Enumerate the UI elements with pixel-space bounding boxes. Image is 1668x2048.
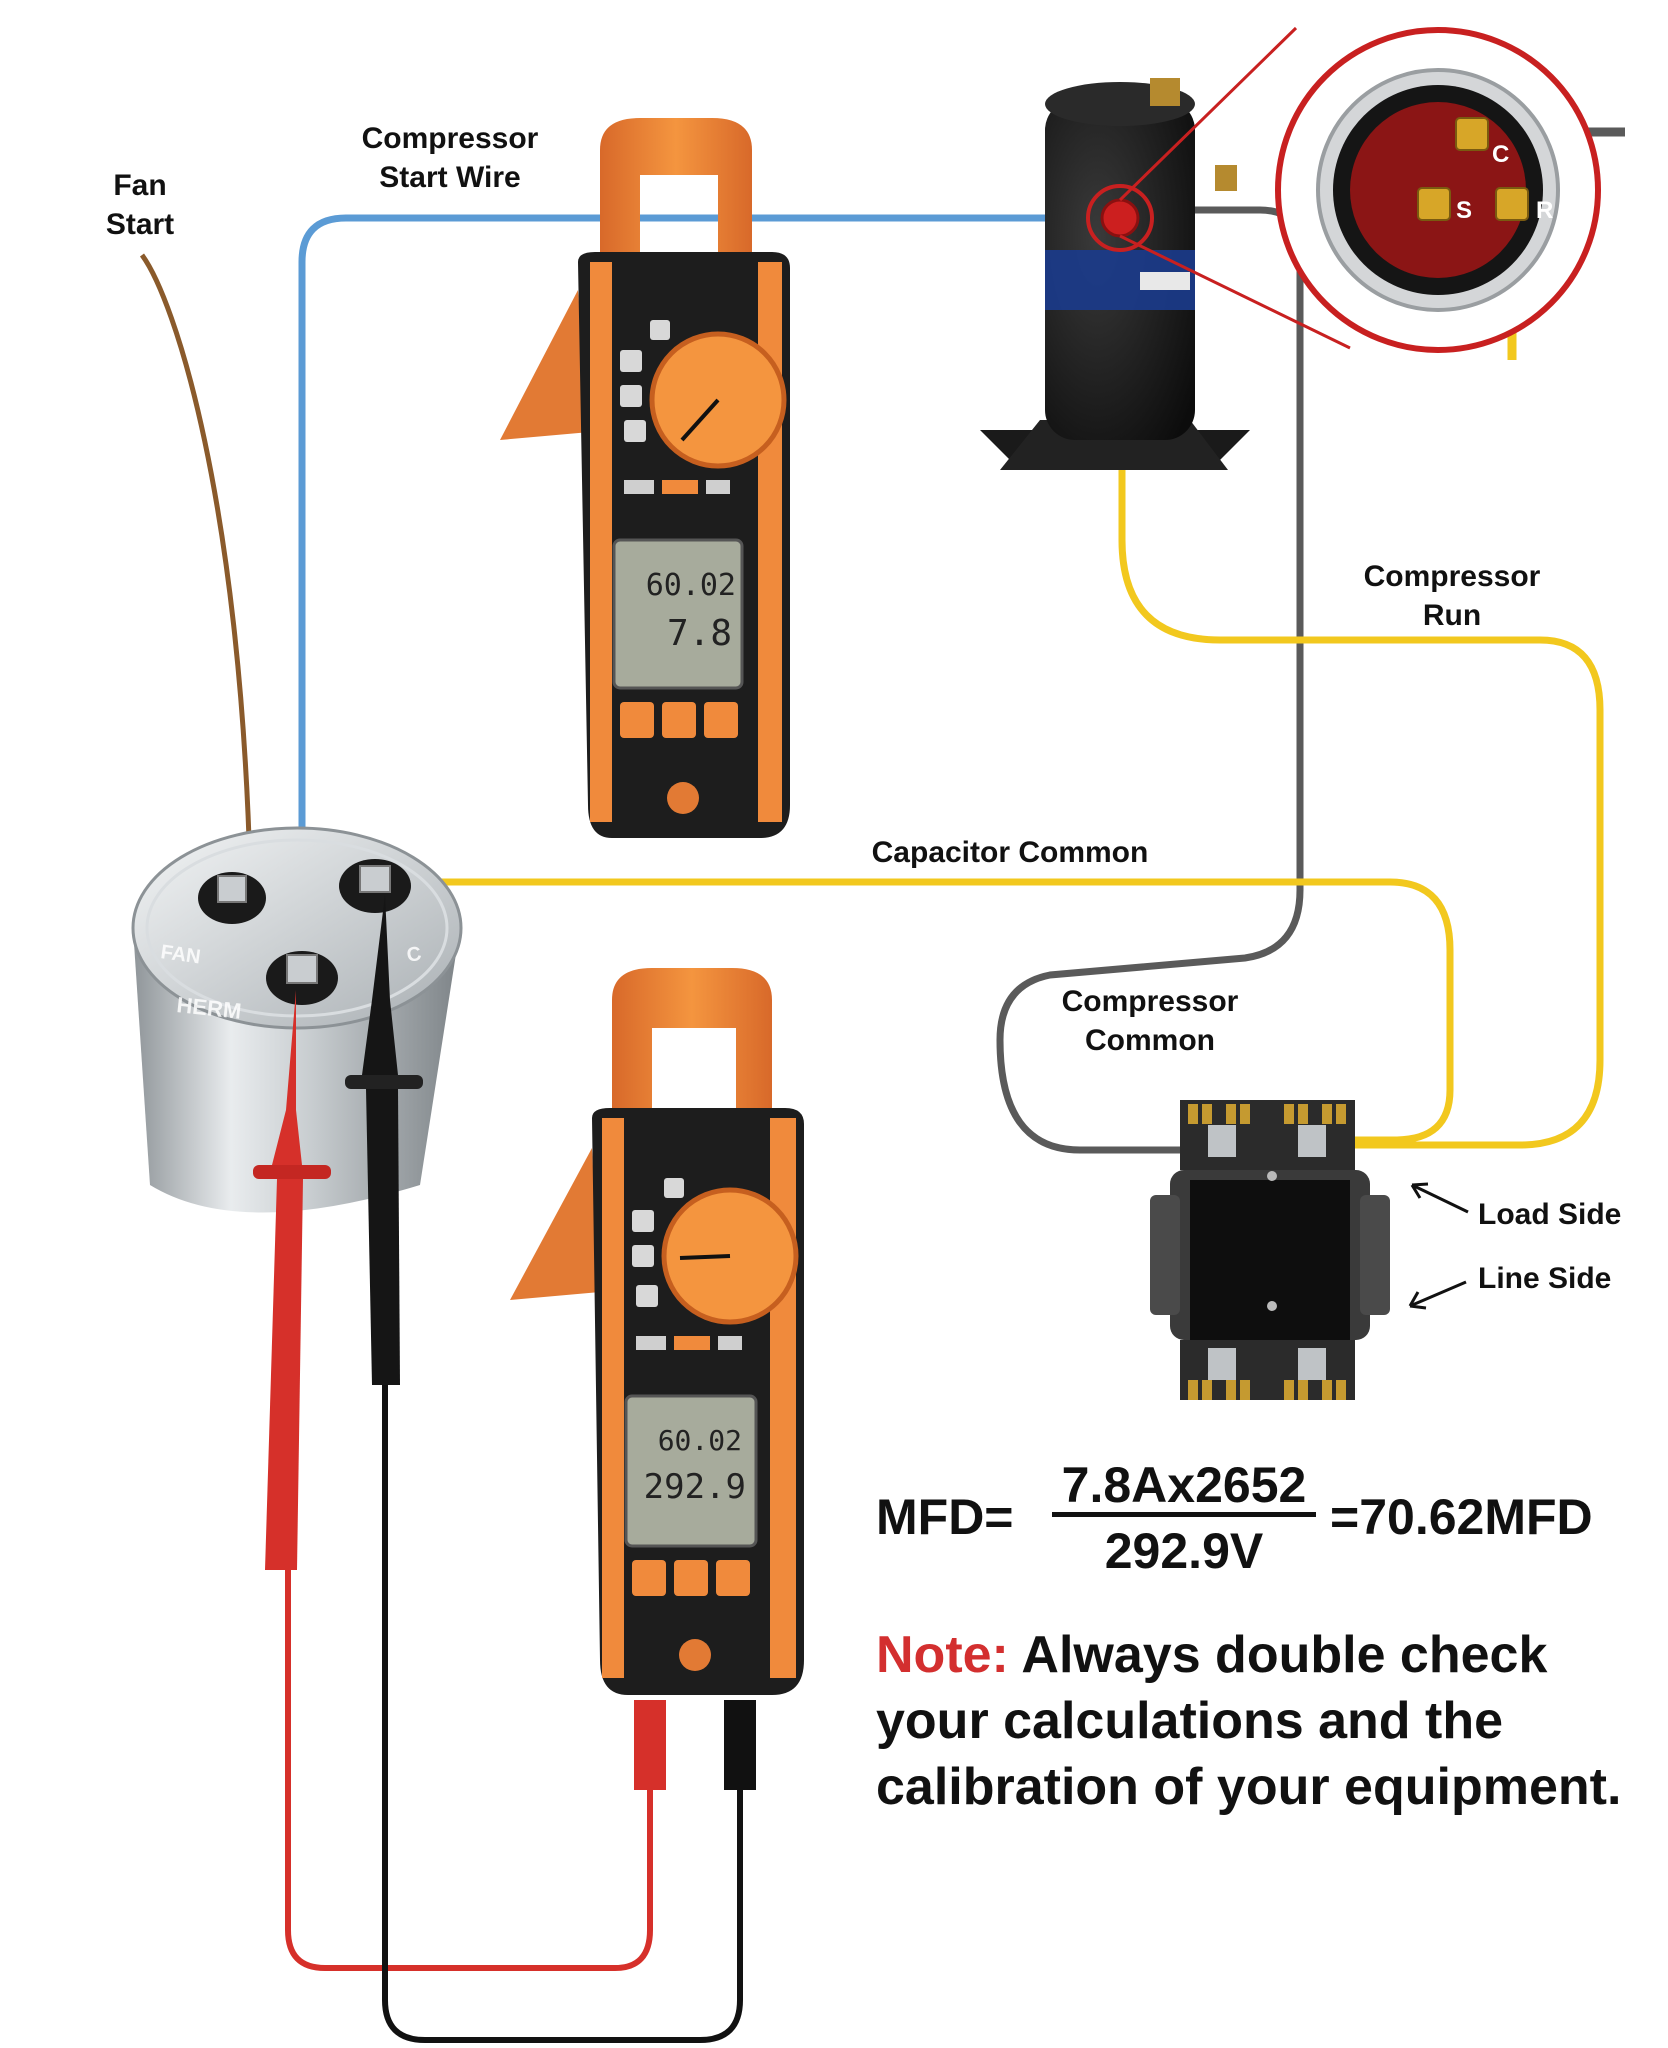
compressor-common-label-line1: Compressor bbox=[1062, 985, 1239, 1018]
red-plug bbox=[634, 1700, 666, 1790]
fan-start-label-line1: Fan bbox=[113, 169, 166, 202]
fan-start-label-line2: Start bbox=[106, 208, 174, 241]
compressor-run-label-line2: Run bbox=[1423, 599, 1481, 632]
formula-result: =70.62MFD bbox=[1330, 1489, 1593, 1545]
meter-top-secondary-reading: 60.02 bbox=[646, 568, 736, 603]
meter-top-main-reading: 7.8 bbox=[667, 613, 732, 654]
arrows bbox=[1408, 1182, 1469, 1310]
black-probe bbox=[345, 895, 423, 1385]
terminal-r-label: R bbox=[1536, 197, 1553, 224]
calibration-note: Note: Always double check your calculati… bbox=[876, 1622, 1656, 1820]
clamp-meter-bottom: 60.02 292.9 bbox=[510, 968, 804, 1695]
formula-denominator: 292.9V bbox=[1104, 1523, 1264, 1579]
terminal-s-label: S bbox=[1456, 197, 1472, 224]
red-probe bbox=[253, 990, 331, 1570]
contactor bbox=[1150, 1100, 1390, 1400]
formula-lhs: MFD= bbox=[876, 1489, 1014, 1545]
line-side-arrow bbox=[1409, 1280, 1467, 1308]
fan-start-wire bbox=[139, 253, 253, 871]
compressor-start-wire bbox=[298, 214, 1118, 960]
meter-bottom-main-reading: 292.9 bbox=[644, 1467, 746, 1507]
capacitor-c-label: C bbox=[405, 943, 423, 967]
formula-numerator: 7.8Ax2652 bbox=[1061, 1457, 1307, 1513]
compressor-run-wire bbox=[1118, 225, 1604, 1149]
compressor-run-label-line1: Compressor bbox=[1364, 560, 1541, 593]
labels: Fan Start Compressor Start Wire Compress… bbox=[106, 122, 1622, 1295]
red-lead-wire bbox=[285, 1560, 653, 1971]
compressor-start-wire-label-line2: Start Wire bbox=[379, 161, 520, 194]
terminal-c-label: C bbox=[1492, 141, 1509, 168]
compressor-common-label-line2: Common bbox=[1085, 1024, 1215, 1057]
line-side-label: Line Side bbox=[1478, 1262, 1611, 1295]
note-text: Always double check your calculations an… bbox=[876, 1626, 1622, 1816]
clamp-meter-top: 60.02 7.8 bbox=[500, 118, 790, 838]
compressor-start-wire-label-line1: Compressor bbox=[362, 122, 539, 155]
load-side-label: Load Side bbox=[1478, 1198, 1621, 1231]
formula-fraction-bar bbox=[1052, 1512, 1316, 1517]
terminal-inset: C S R bbox=[1086, 26, 1601, 353]
capacitor-common-wire bbox=[380, 878, 1454, 1144]
load-side-arrow bbox=[1411, 1183, 1469, 1214]
black-plug bbox=[724, 1700, 756, 1790]
black-lead-wire bbox=[382, 1380, 743, 2043]
capacitor-common-label: Capacitor Common bbox=[872, 836, 1149, 869]
compressor bbox=[980, 78, 1250, 470]
meter-bottom-secondary-reading: 60.02 bbox=[658, 1424, 742, 1457]
note-label: Note: bbox=[876, 1626, 1009, 1684]
test-leads bbox=[253, 895, 756, 2043]
